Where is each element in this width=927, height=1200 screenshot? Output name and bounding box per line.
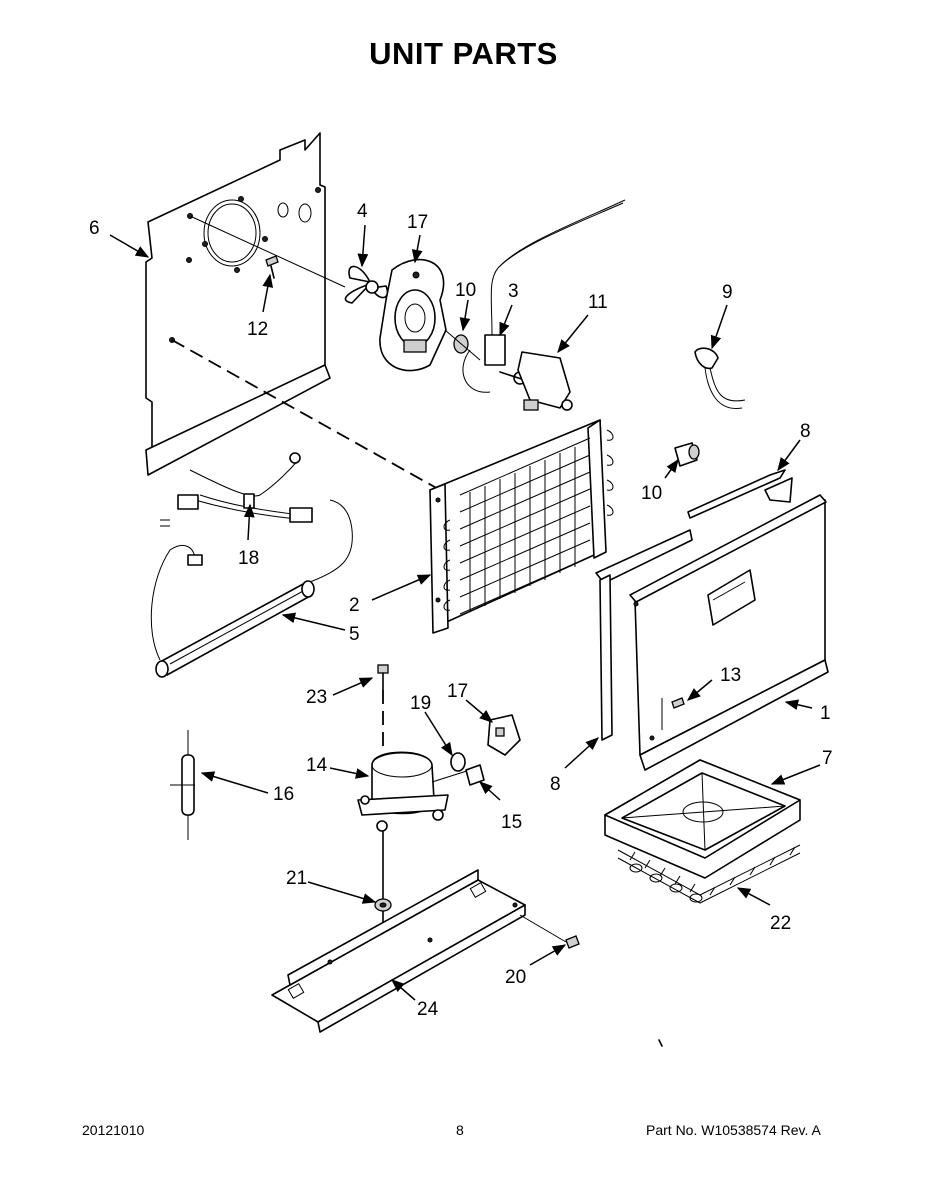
callout-10: 10 <box>641 483 662 504</box>
callout-7: 7 <box>822 748 833 769</box>
callout-18: 18 <box>238 548 259 569</box>
screw-part <box>565 935 580 949</box>
callout-15: 15 <box>501 812 522 833</box>
callout-9: 9 <box>722 282 733 303</box>
condenser-cover-part <box>629 494 829 771</box>
callout-24: 24 <box>417 999 439 1020</box>
callout-5: 5 <box>349 624 360 645</box>
cover-part <box>595 469 793 741</box>
drier-part <box>170 730 195 840</box>
callout-11: 11 <box>588 292 608 313</box>
callout-6: 6 <box>89 218 100 239</box>
callout-17: 17 <box>407 212 428 233</box>
callout-2: 2 <box>349 595 360 616</box>
callout-22: 22 <box>770 913 791 934</box>
callout-12: 12 <box>247 319 268 340</box>
grommet-part <box>674 442 700 467</box>
leader-lines <box>109 224 821 1001</box>
relay-part <box>450 752 466 772</box>
callout-3: 3 <box>508 281 519 302</box>
screw-part <box>265 255 279 279</box>
callout-8: 8 <box>800 421 811 442</box>
base-plate-part <box>271 869 526 1033</box>
fan-bracket-part <box>379 258 447 372</box>
heater-part <box>150 499 353 678</box>
footer-part-number: Part No. W10538574 Rev. A <box>646 1122 821 1138</box>
screw-part <box>671 697 685 709</box>
callout-8: 8 <box>550 774 561 795</box>
callout-1: 1 <box>820 703 831 724</box>
compressor-part <box>357 751 471 832</box>
rear-panel-part <box>145 132 346 476</box>
callout-19: 19 <box>410 693 431 714</box>
drain-pan-part <box>604 759 801 879</box>
callout-14: 14 <box>306 755 328 776</box>
relay-bracket-part <box>487 714 521 756</box>
page-title: UNIT PARTS <box>369 36 558 71</box>
control-part <box>517 351 573 411</box>
drain-heater-part <box>617 844 801 904</box>
condenser-part <box>429 419 614 634</box>
grommet-part <box>374 898 392 912</box>
callout-21: 21 <box>286 868 307 889</box>
grommet-part <box>444 329 481 361</box>
callout-17: 17 <box>447 681 468 702</box>
overload-part <box>465 764 485 786</box>
callout-labels: 6 12 4 17 10 3 11 9 10 8 18 2 5 13 1 7 8… <box>89 201 833 1020</box>
callout-23: 23 <box>306 687 327 708</box>
wire-clip-part <box>694 347 746 409</box>
callout-4: 4 <box>357 201 368 222</box>
callout-20: 20 <box>505 967 526 988</box>
wire-harness-part <box>160 452 313 527</box>
fan-blade-part <box>344 265 389 304</box>
footer-date: 20121010 <box>82 1122 145 1138</box>
callout-10: 10 <box>455 280 476 301</box>
callout-16: 16 <box>273 784 294 805</box>
footer-page-number: 8 <box>456 1122 464 1138</box>
callout-13: 13 <box>720 665 741 686</box>
screw-part <box>377 664 389 691</box>
